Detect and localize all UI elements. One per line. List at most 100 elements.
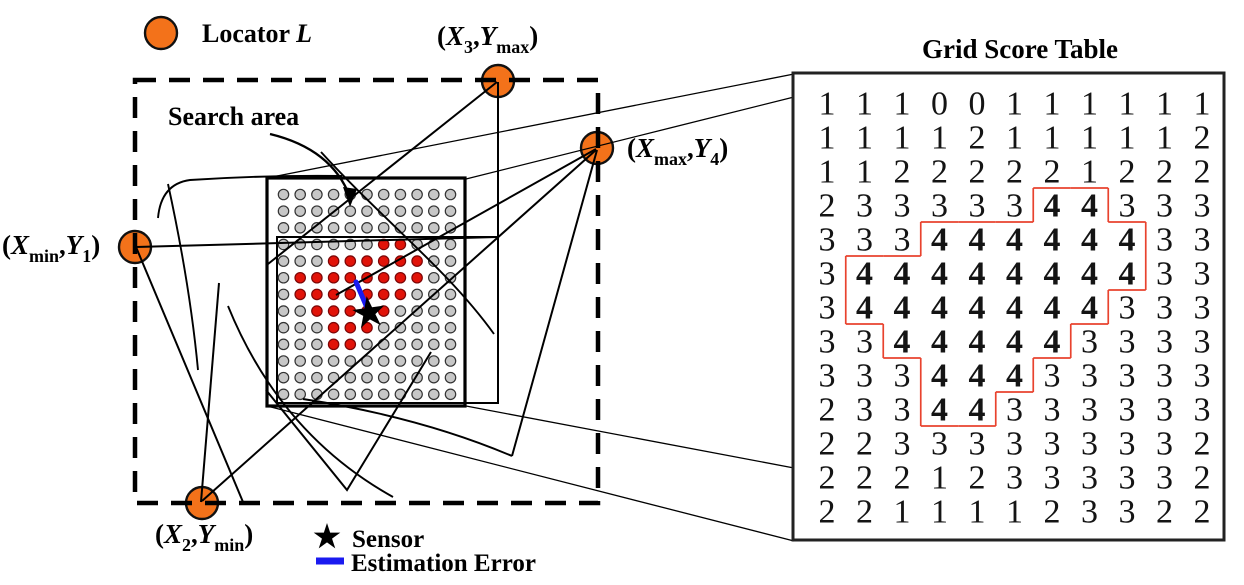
candidate-dot-high-score	[311, 288, 323, 301]
grid-score-cell: 3	[856, 324, 873, 361]
candidate-dot	[377, 371, 390, 384]
candidate-dot	[294, 321, 306, 334]
grid-score-cell: 2	[1194, 120, 1211, 157]
candidate-dot-high-score	[327, 321, 340, 334]
grid-score-cell: 2	[931, 154, 948, 191]
candidate-dot	[277, 355, 290, 367]
candidate-dot	[411, 205, 423, 217]
grid-score-cell: 3	[1119, 426, 1136, 463]
locator-measurement-lines	[135, 81, 598, 503]
grid-score-cell: 3	[1081, 324, 1098, 361]
grid-score-cell: 3	[1194, 222, 1211, 259]
sensor-star-icon	[352, 296, 385, 329]
candidate-dot-high-score	[361, 321, 373, 334]
candidate-dot	[444, 371, 457, 384]
grid-score-cell: 1	[1194, 86, 1211, 123]
line-left-locator-2	[135, 246, 244, 503]
grid-score-cell: 1	[931, 120, 948, 157]
grid-score-cell: 3	[856, 188, 873, 225]
grid-score-cell: 3	[1156, 256, 1173, 293]
candidate-dot	[444, 238, 457, 251]
candidate-dot	[361, 205, 373, 217]
grid-score-cell: 3	[1156, 188, 1173, 225]
candidate-dot	[394, 371, 407, 384]
candidate-dot	[277, 188, 290, 201]
grid-score-cell: 3	[894, 188, 911, 225]
candidate-dot	[394, 338, 407, 351]
grid-score-cell: 1	[1119, 120, 1136, 157]
grid-score-cell: 1	[1156, 86, 1173, 123]
grid-score-cell: 3	[1119, 392, 1136, 429]
grid-score-table-border	[791, 71, 1226, 542]
candidate-dot	[344, 388, 357, 401]
grid-score-cell: 3	[1119, 188, 1136, 225]
grid-score-cell: 4	[894, 324, 911, 361]
candidate-dot	[327, 355, 340, 367]
grid-score-cell: 4	[931, 290, 948, 327]
candidate-dot	[411, 321, 423, 334]
candidate-dot	[377, 188, 390, 201]
grid-score-cell: 4	[931, 222, 948, 259]
candidate-dot	[444, 255, 457, 267]
candidate-dot	[277, 305, 290, 317]
candidate-dot	[361, 371, 373, 384]
candidate-dot-high-score	[394, 271, 407, 284]
candidate-dot	[327, 222, 340, 234]
candidate-dot-high-score	[294, 288, 306, 301]
grid-score-cell: 3	[1194, 358, 1211, 395]
candidate-dot-high-score	[377, 288, 390, 301]
grid-score-cell: 3	[1081, 494, 1098, 531]
grid-score-cell: 3	[819, 324, 836, 361]
grid-score-cell: 4	[931, 256, 948, 293]
candidate-dot-high-score	[327, 338, 340, 351]
candidate-dot	[294, 188, 306, 201]
grid-score-cell: 4	[1044, 256, 1061, 293]
grid-score-cell: 3	[1006, 188, 1023, 225]
candidate-dot-high-score	[327, 305, 340, 317]
candidate-dot-high-score	[344, 321, 357, 334]
grid-score-cell: 3	[931, 426, 948, 463]
candidate-dot	[427, 305, 440, 317]
grid-score-cell: 3	[1156, 222, 1173, 259]
candidate-dot-high-score	[411, 271, 423, 284]
grid-score-cell: 4	[931, 392, 948, 429]
grid-score-cell: 1	[1006, 86, 1023, 123]
candidate-dot-high-score	[361, 255, 373, 267]
candidate-dot	[377, 222, 390, 234]
candidate-dot	[277, 205, 290, 217]
candidate-dot-high-score	[327, 271, 340, 284]
grid-score-cell: 1	[1156, 120, 1173, 157]
candidate-dot	[444, 288, 457, 301]
search-area-arrowhead-icon	[343, 187, 357, 207]
grid-score-cell: 3	[819, 222, 836, 259]
candidate-dot	[427, 205, 440, 217]
candidate-dot	[377, 338, 390, 351]
search-area-label: Search area	[168, 102, 299, 131]
arc-bottom-left	[227, 305, 394, 498]
grid-score-cell: 1	[1081, 154, 1098, 191]
grid-score-cell: 1	[894, 494, 911, 531]
candidate-dot-high-score	[344, 288, 357, 301]
candidate-dot	[411, 188, 423, 201]
candidate-dot	[411, 338, 423, 351]
candidate-dot	[361, 238, 373, 251]
grid-score-cell: 3	[1119, 290, 1136, 327]
grid-score-cell: 2	[1194, 494, 1211, 531]
candidate-dot	[277, 255, 290, 267]
grid-score-cell: 3	[1081, 426, 1098, 463]
coord-label-top: (X3,Ymax)	[437, 21, 538, 57]
candidate-dot	[427, 338, 440, 351]
grid-score-cell: 3	[1194, 324, 1211, 361]
candidate-dot	[361, 222, 373, 234]
grid-score-cell: 4	[1081, 188, 1098, 225]
candidate-dot	[311, 188, 323, 201]
grid-score-cell: 4	[1006, 358, 1023, 395]
grid-score-cell: 2	[856, 494, 873, 531]
candidate-dot	[344, 222, 357, 234]
grid-score-cell: 3	[1081, 358, 1098, 395]
grid-score-cell: 2	[1194, 426, 1211, 463]
grid-score-cell: 3	[894, 222, 911, 259]
grid-score-cell: 1	[856, 154, 873, 191]
grid-score-cell: 4	[969, 256, 986, 293]
